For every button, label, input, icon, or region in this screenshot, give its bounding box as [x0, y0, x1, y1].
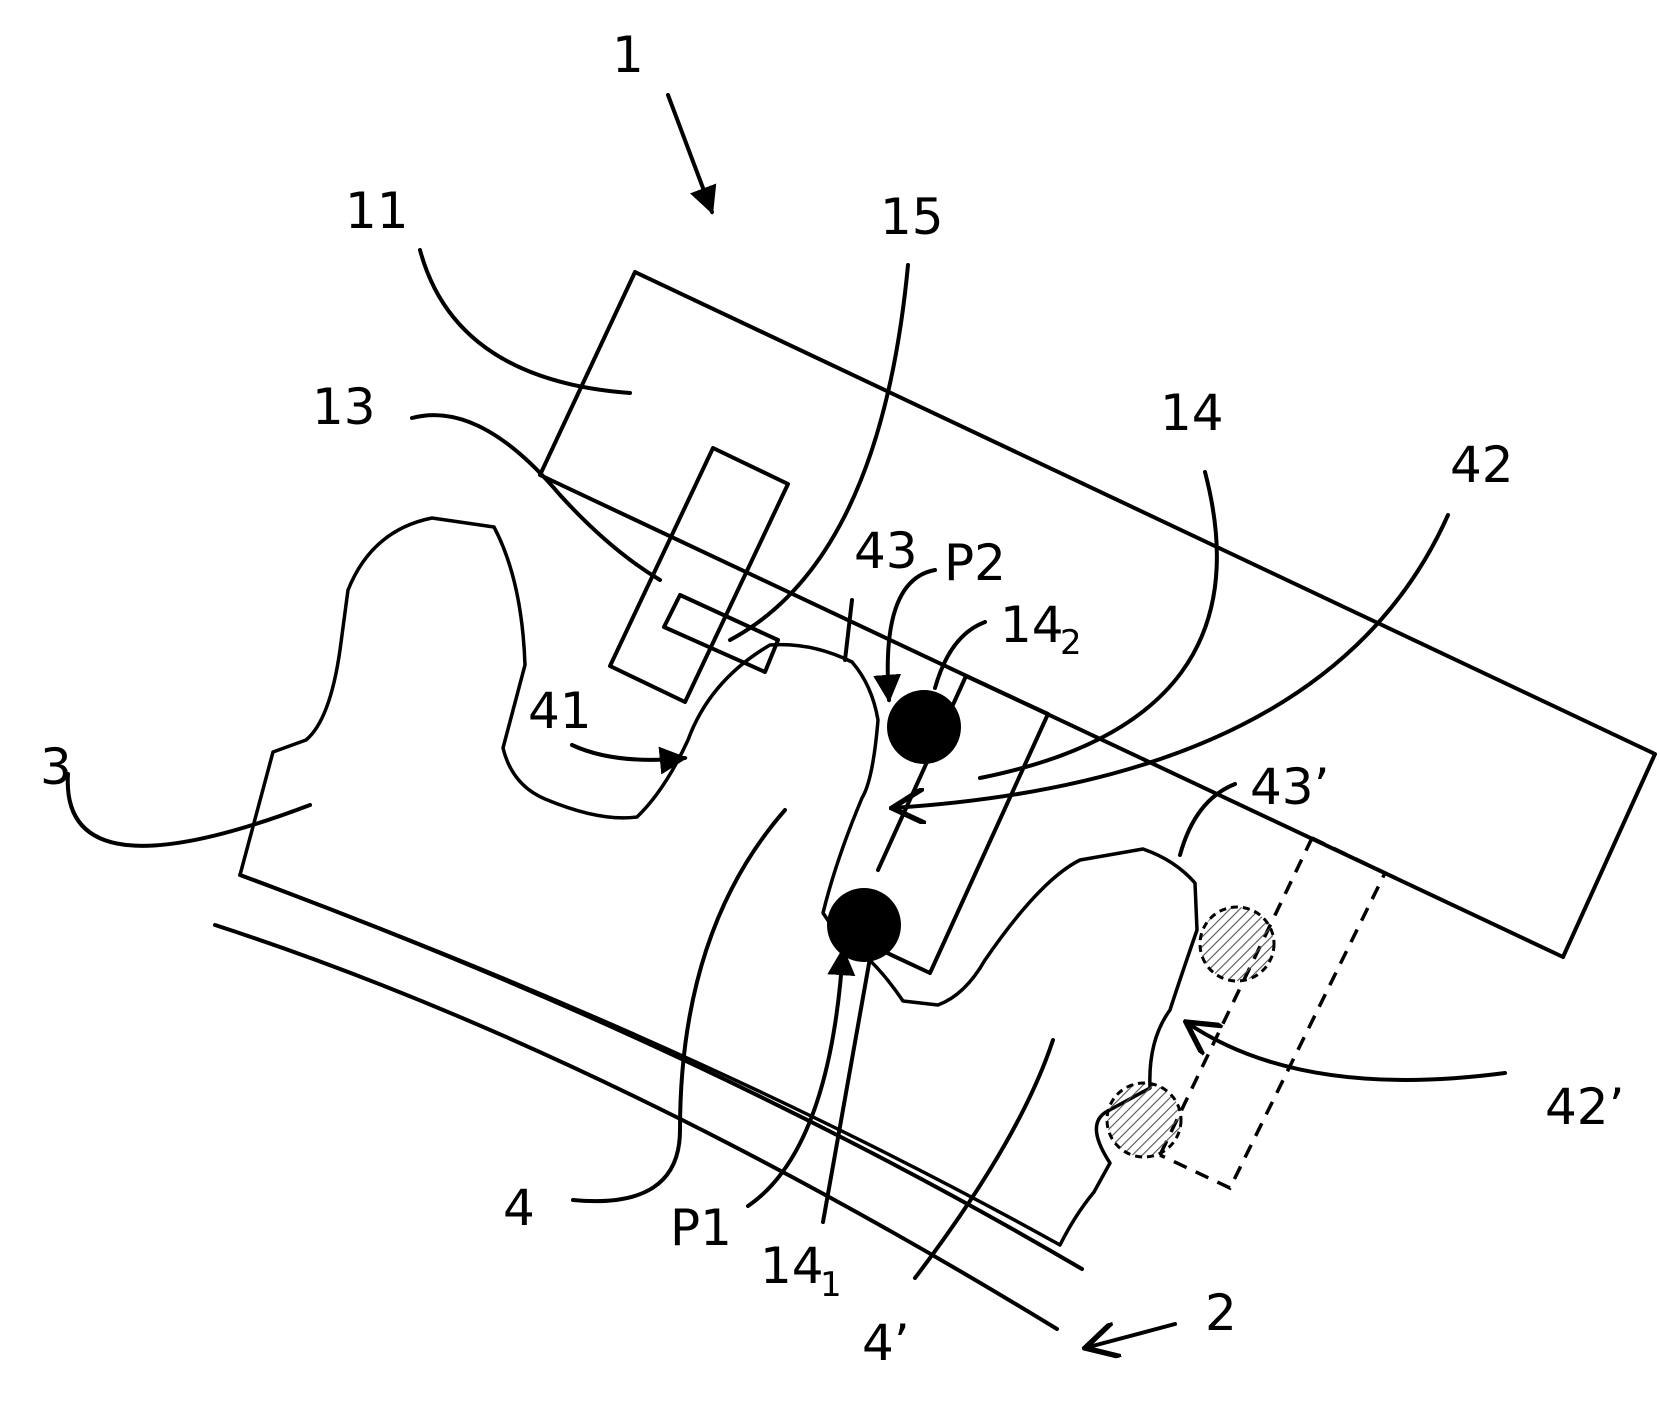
- leader-43: [845, 600, 852, 660]
- inner-rim-line: [215, 925, 1057, 1329]
- label-P1: P1: [670, 1199, 732, 1257]
- label-13: 13: [312, 378, 376, 436]
- label-P2: P2: [944, 534, 1006, 592]
- leader-42p: [1186, 1022, 1505, 1080]
- arrow-1: [668, 95, 712, 212]
- element-13: [610, 448, 788, 702]
- outer-rim-line: [240, 875, 1082, 1269]
- leader-P1: [748, 950, 843, 1206]
- ghost-contact-upper: [1200, 907, 1274, 981]
- label-141-main: 14: [760, 1237, 824, 1295]
- label-43: 43: [854, 522, 918, 580]
- label-4p: 4’: [862, 1314, 910, 1372]
- leader-3: [68, 774, 310, 846]
- leader-142: [935, 622, 985, 688]
- contact-point-141: [827, 888, 901, 962]
- label-15: 15: [880, 188, 944, 246]
- label-4: 4: [503, 1179, 535, 1237]
- label-11: 11: [345, 182, 409, 240]
- label-142-sub: 2: [1060, 623, 1082, 663]
- body-11: [540, 272, 1655, 957]
- contact-point-142: [887, 690, 961, 764]
- leader-4: [573, 810, 785, 1201]
- label-141-sub: 1: [820, 1265, 842, 1305]
- leader-11: [420, 250, 630, 393]
- arrow-2: [1085, 1324, 1175, 1348]
- leader-43p: [1180, 784, 1235, 855]
- label-2: 2: [1205, 1284, 1237, 1342]
- element-15: [664, 595, 778, 672]
- label-43p: 43’: [1250, 758, 1330, 816]
- leader-41: [572, 745, 685, 760]
- label-1: 1: [612, 26, 644, 84]
- ghost-probe-left-edge: [1160, 838, 1312, 1155]
- label-42p: 42’: [1545, 1078, 1625, 1136]
- leader-141: [823, 958, 870, 1222]
- leader-13: [412, 415, 660, 580]
- label-42: 42: [1450, 436, 1514, 494]
- label-14: 14: [1160, 384, 1224, 442]
- leader-P2: [888, 570, 935, 700]
- leader-15: [730, 265, 908, 640]
- label-142-main: 14: [1000, 596, 1064, 654]
- label-41: 41: [528, 682, 592, 740]
- label-3: 3: [40, 738, 72, 796]
- ghost-contact-lower: [1107, 1083, 1181, 1157]
